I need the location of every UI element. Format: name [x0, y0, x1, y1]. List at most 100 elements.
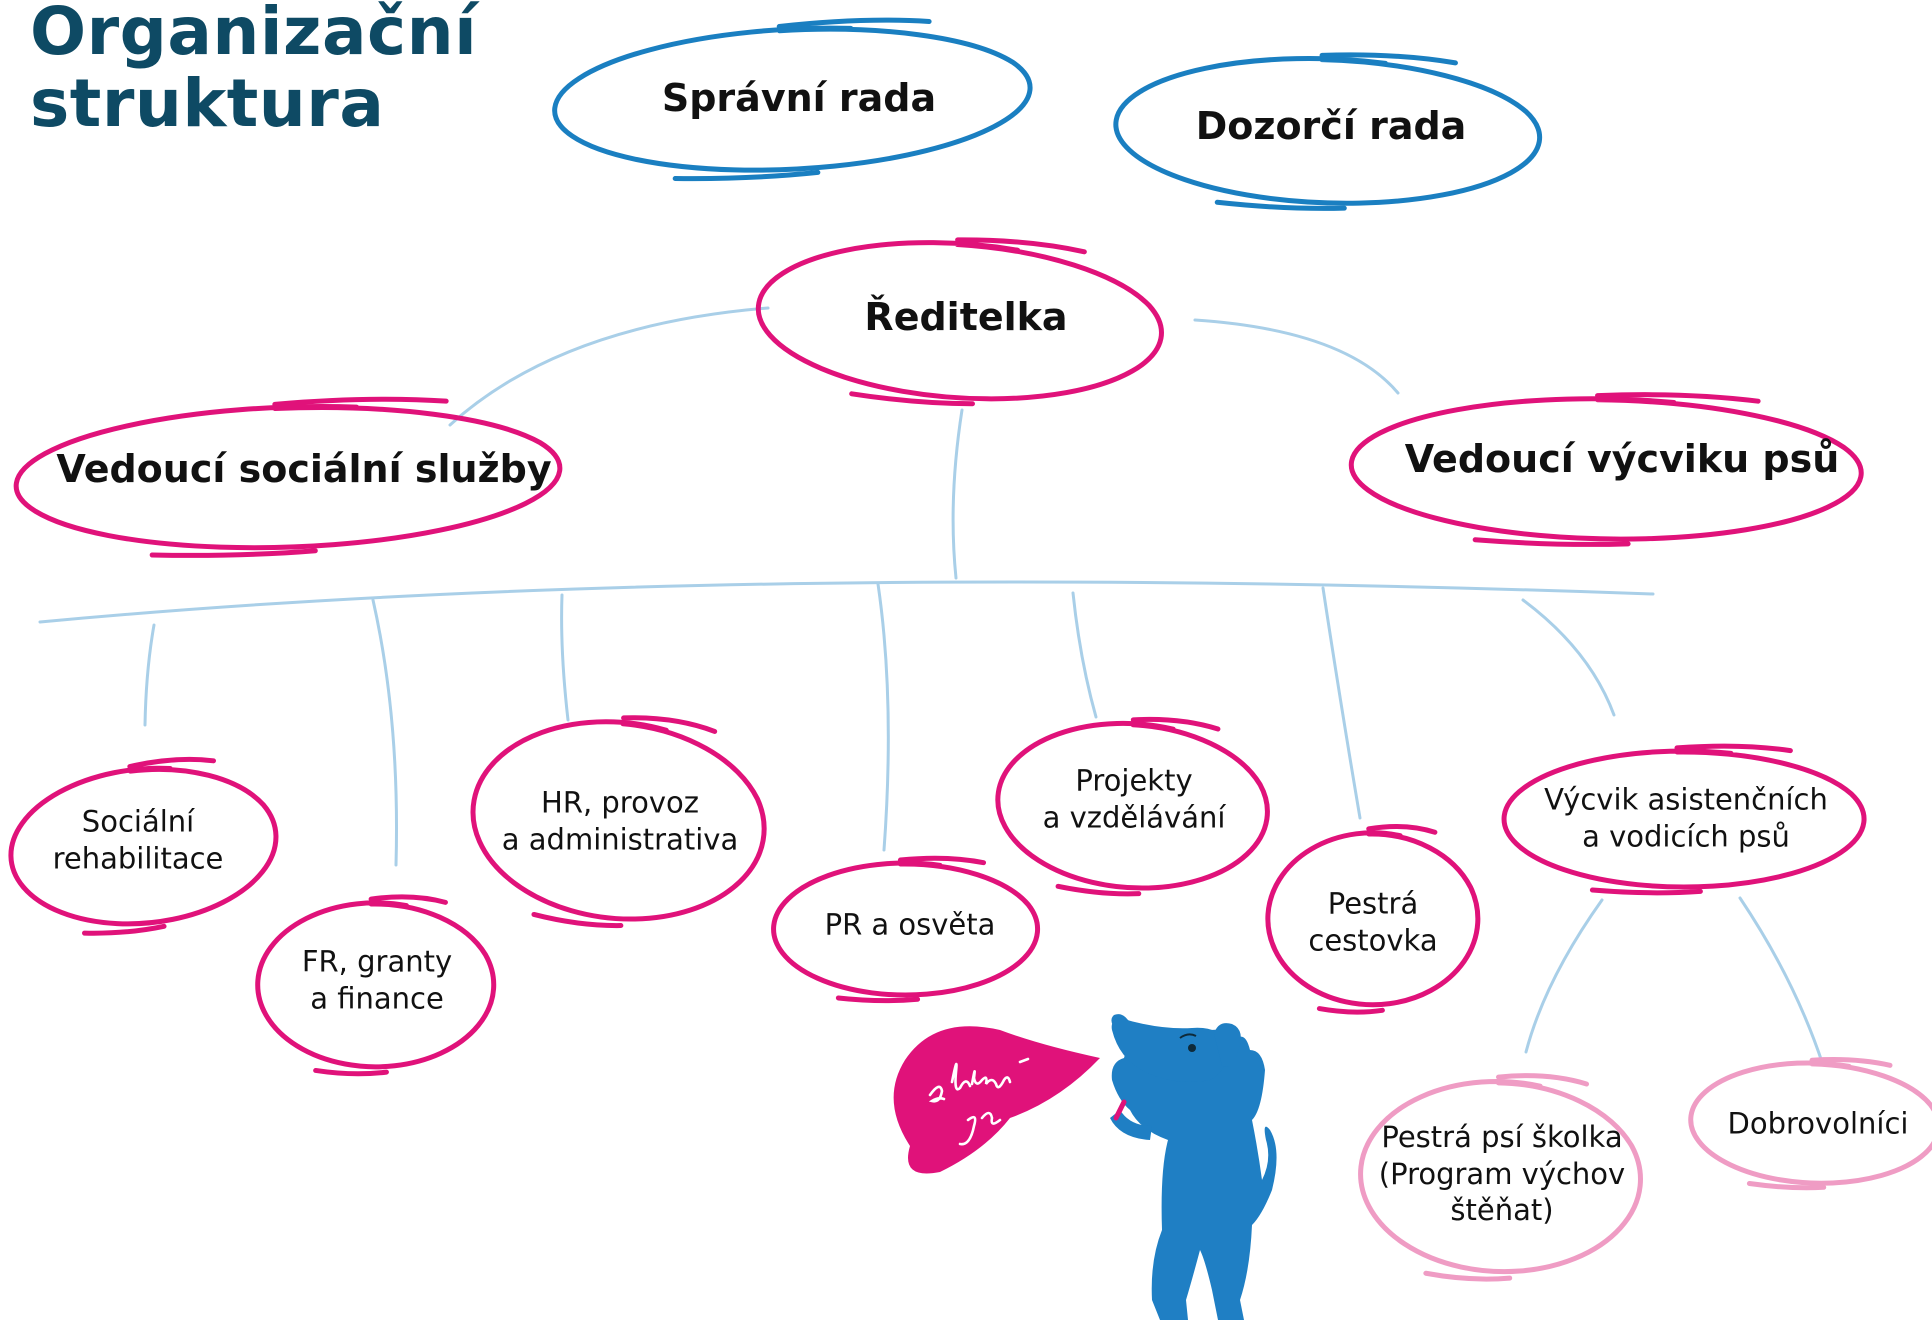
- ellipse-flourish: [1809, 1057, 1893, 1068]
- ellipse-flourish: [127, 756, 217, 770]
- node-label: Projekty: [1075, 763, 1193, 798]
- connector-line: [371, 598, 399, 867]
- ellipse-stroke: [8, 765, 279, 927]
- node-label: cestovka: [1308, 923, 1438, 957]
- ellipse-stroke: [255, 900, 497, 1070]
- node-fr-granty-finance: FR, granty a finance: [302, 943, 452, 1016]
- node-label: Správní rada: [661, 76, 937, 121]
- connectors: [38, 306, 1825, 1067]
- ellipse-stroke: [1688, 1060, 1932, 1186]
- ellipse-pestra-psi-skolka: [1358, 1073, 1643, 1282]
- ellipse-flourish: [621, 715, 718, 734]
- ellipse-vedouci-vycviku: [1348, 392, 1864, 547]
- connector-line: [560, 593, 570, 722]
- node-vedouci-socialni-sluzby: Vedoucí sociální služby: [56, 446, 551, 494]
- node-hr-provoz: HR, provoz a administrativa: [502, 784, 738, 857]
- ellipse-stroke: [995, 720, 1270, 891]
- node-dobrovolnici: Dobrovolníci: [1728, 1106, 1909, 1143]
- ellipse-stroke: [1113, 56, 1543, 206]
- node-label: Pestrá psí školka: [1381, 1120, 1623, 1155]
- ellipse-projekty: [995, 716, 1270, 897]
- node-label: PR a osvěta: [824, 907, 996, 942]
- node-label: Ředitelka: [864, 295, 1068, 340]
- ellipse-flourish: [82, 923, 167, 936]
- ellipse-vycvik-asistencnich: [1501, 743, 1867, 896]
- node-socialni-rehabilitace: Sociální rehabilitace: [53, 803, 224, 876]
- connector-line: [1521, 598, 1616, 717]
- connector-line: [143, 623, 156, 727]
- ellipse-flourish: [1214, 199, 1347, 211]
- ellipse-flourish: [1472, 537, 1631, 547]
- node-ellipses: [8, 17, 1932, 1282]
- ellipse-vedouci-socialni: [13, 396, 563, 558]
- ellipse-socialni-rehabilitace: [8, 756, 279, 936]
- ellipse-flourish: [1366, 824, 1438, 835]
- node-reditelka: Ředitelka: [864, 294, 1067, 342]
- node-label: štěňat): [1450, 1193, 1554, 1228]
- node-label: Vedoucí sociální služby: [56, 447, 552, 492]
- connector-line: [1071, 591, 1098, 719]
- title-line: struktura: [30, 65, 385, 142]
- speech-bubble-icon: [893, 1026, 1100, 1174]
- ellipse-flourish: [149, 548, 318, 558]
- connector-line: [1524, 898, 1604, 1054]
- ellipse-spravni-rada: [552, 17, 1033, 182]
- node-projekty-vzdelavani: Projekty a vzdělávání: [1043, 762, 1226, 835]
- node-spravni-rada: Správní rada: [662, 75, 936, 123]
- ellipse-flourish: [776, 17, 932, 30]
- ellipse-stroke: [470, 719, 767, 922]
- page-title: Organizační struktura: [30, 0, 477, 140]
- ellipse-flourish: [1595, 392, 1761, 404]
- node-label: Pestrá: [1327, 886, 1419, 921]
- node-label: Dobrovolníci: [1727, 1106, 1909, 1141]
- node-label: a vzdělávání: [1042, 800, 1226, 834]
- ellipse-fr-granty: [255, 894, 497, 1077]
- node-label: Výcvik asistenčních: [1544, 782, 1828, 817]
- node-pestra-cestovka: Pestrá cestovka: [1308, 885, 1437, 958]
- node-label: a administrativa: [501, 822, 739, 856]
- connector-line: [1738, 896, 1825, 1067]
- node-label: rehabilitace: [52, 841, 224, 875]
- connector-line: [951, 408, 964, 580]
- ellipse-flourish: [313, 1067, 389, 1077]
- ellipse-pr-osveta: [771, 855, 1041, 1004]
- connector-line: [1193, 318, 1400, 395]
- ellipse-flourish: [672, 169, 821, 182]
- node-label: Vedoucí výcviku psů: [1404, 437, 1840, 482]
- ellipse-stroke: [771, 860, 1041, 998]
- node-label: HR, provoz: [541, 785, 699, 820]
- ellipse-flourish: [1130, 716, 1221, 732]
- ellipse-reditelka: [755, 237, 1164, 407]
- node-label: Dozorčí rada: [1195, 104, 1467, 149]
- ellipse-flourish: [1055, 883, 1142, 897]
- ellipse-flourish: [1423, 1270, 1513, 1282]
- connector-line: [876, 582, 890, 852]
- ellipse-stroke: [1348, 396, 1864, 542]
- node-vedouci-vycviku-psu: Vedoucí výcviku psů: [1405, 436, 1840, 484]
- node-label: FR, granty: [301, 944, 453, 979]
- blue-dog-icon: [1110, 1014, 1277, 1320]
- ellipse-flourish: [1589, 887, 1703, 896]
- ellipse-flourish: [1496, 1073, 1590, 1087]
- node-label: a vodicích psů: [1582, 819, 1790, 853]
- ellipse-flourish: [1674, 743, 1793, 754]
- ellipse-flourish: [1319, 52, 1458, 66]
- ellipse-stroke: [13, 403, 563, 551]
- ellipse-flourish: [272, 396, 449, 407]
- node-dozorci-rada: Dozorčí rada: [1196, 103, 1467, 151]
- connector-line: [1321, 586, 1362, 820]
- ellipse-flourish: [1316, 1006, 1385, 1015]
- connector-line: [448, 306, 770, 427]
- ellipse-flourish: [955, 237, 1087, 255]
- ellipse-flourish: [368, 894, 448, 905]
- ellipse-flourish: [531, 911, 624, 929]
- ellipse-pestra-cestovka: [1265, 824, 1481, 1015]
- ellipse-flourish: [849, 391, 975, 407]
- ellipse-stroke: [1358, 1079, 1643, 1275]
- title-line: Organizační: [30, 0, 478, 70]
- ellipse-dobrovolnici: [1688, 1057, 1932, 1191]
- connector-line: [38, 580, 1655, 624]
- ellipse-flourish: [835, 995, 921, 1004]
- ellipse-stroke: [755, 240, 1164, 402]
